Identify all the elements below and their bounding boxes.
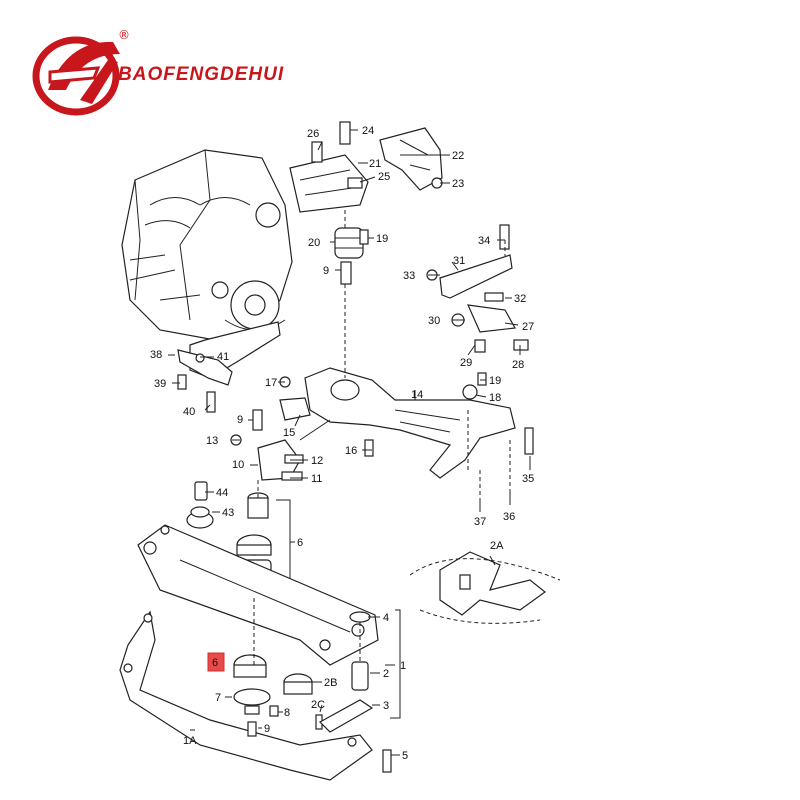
callout-31: 31	[453, 255, 465, 267]
callout-19b: 19	[489, 375, 501, 387]
callout-4: 4	[383, 612, 389, 624]
left-bracket-38	[177, 349, 233, 413]
rubber-mount-lower	[233, 654, 323, 737]
crossmember-1a	[119, 610, 373, 781]
detail-2a	[409, 551, 561, 624]
callout-43: 43	[222, 507, 234, 519]
callout-2A: 2A	[490, 540, 504, 552]
callout-16: 16	[345, 445, 357, 457]
engine-mount-upper	[289, 121, 443, 213]
callout-1: 1	[400, 660, 406, 672]
callout-30: 30	[428, 315, 440, 327]
subframe-14	[279, 367, 534, 479]
callout-27: 27	[522, 321, 534, 333]
crossmember-1	[137, 524, 379, 666]
callout-12: 12	[311, 455, 323, 467]
right-bracket-27	[451, 304, 529, 353]
callout-labels: 26 24 21 22 25 23 20 19 9 34 31 33 32 30…	[150, 125, 534, 762]
brand-logo	[32, 36, 120, 116]
callout-21: 21	[369, 158, 381, 170]
callout-22: 22	[452, 150, 464, 162]
callout-41: 41	[217, 351, 229, 363]
callout-24: 24	[362, 125, 374, 137]
engine-block	[121, 149, 293, 379]
callout-36: 36	[503, 511, 515, 523]
callout-34: 34	[478, 235, 490, 247]
callout-39: 39	[154, 378, 166, 390]
callout-9a: 9	[323, 265, 329, 277]
callout-7: 7	[215, 692, 221, 704]
callout-35: 35	[522, 473, 534, 485]
callout-2C: 2C	[311, 699, 325, 711]
callout-33: 33	[403, 270, 415, 282]
callout-26: 26	[307, 128, 319, 140]
callout-23: 23	[452, 178, 464, 190]
callout-29: 29	[460, 357, 472, 369]
callout-44: 44	[216, 487, 228, 499]
callout-37: 37	[474, 516, 486, 528]
callout-25: 25	[378, 171, 390, 183]
callout-10: 10	[232, 459, 244, 471]
callout-11: 11	[311, 473, 322, 485]
callout-38: 38	[150, 349, 162, 361]
callout-8: 8	[284, 707, 290, 719]
bush-2	[319, 609, 401, 773]
callout-2: 2	[383, 668, 389, 680]
callout-2B: 2B	[324, 677, 337, 689]
callout-32: 32	[514, 293, 526, 305]
callout-9b: 9	[237, 414, 243, 426]
callout-13: 13	[206, 435, 218, 447]
callout-15: 15	[283, 427, 295, 439]
brand-name: BAOFENGDEHUI	[118, 64, 285, 85]
callout-20: 20	[308, 237, 320, 249]
callout-40: 40	[183, 406, 195, 418]
callout-6-highlighted: 6	[212, 657, 218, 669]
right-bracket-31	[426, 224, 513, 302]
callout-3: 3	[383, 700, 389, 712]
callout-17: 17	[265, 377, 277, 389]
callout-19a: 19	[376, 233, 388, 245]
callout-14: 14	[411, 389, 423, 401]
highlight-box	[207, 652, 225, 672]
callout-9c: 9	[264, 723, 270, 735]
callout-1A: 1A	[183, 735, 197, 747]
callout-18: 18	[489, 392, 501, 404]
rubber-mount-20	[334, 227, 369, 285]
callout-28: 28	[512, 359, 524, 371]
callout-5: 5	[402, 750, 408, 762]
registered-mark: ®	[118, 28, 130, 42]
callout-6a: 6	[297, 537, 303, 549]
